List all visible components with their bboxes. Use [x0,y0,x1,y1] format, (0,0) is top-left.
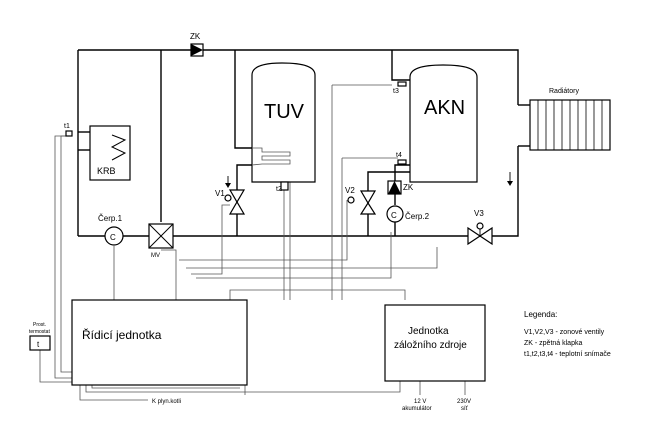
pump-cerp2: C Čerp.2 [386,205,430,223]
t2-label: t2 [276,186,282,193]
zk-top-label: ZK [190,32,201,41]
sit-label-line1: 230V [457,399,471,405]
hydraulic-pipes [77,49,530,237]
t4-label: t4 [396,152,402,159]
legend-title: Legenda: [524,310,557,319]
v2-label: V2 [345,186,355,195]
t3-label: t3 [393,88,399,95]
mixing-valve-mv: MV [148,223,174,259]
krb-label: KRB [97,166,116,176]
v3-label: V3 [474,209,484,218]
akn-tank: AKN t3 t4 [393,64,478,183]
akn-label: AKN [424,97,465,119]
jednotka-label-line1: Jednotka [408,326,449,337]
zone-valve-v1: V1 [215,176,246,215]
pump-cerp1: C Čerp.1 [98,214,124,246]
akumulator-label-line1: 12 V [414,399,426,405]
flow-arrow-right [507,172,513,186]
ridici-label: Řídicí jednotka [82,327,162,342]
ridici-jednotka-box: Řídicí jednotka [71,299,248,386]
prostorovy-label-line2: termostat [29,329,50,335]
jednotka-label-line2: záložního zdroje [394,340,467,351]
pump1-symbol: C [110,233,116,242]
zk-top-check-valve: ZK [190,32,204,57]
cerp2-label: Čerp.2 [405,212,430,221]
prostorovy-label-line1: Prost. [33,322,46,328]
zone-valve-v3: V3 [467,209,493,246]
pump2-symbol: C [391,211,397,220]
akumulator-label-line2: akumulátor [402,406,432,412]
sit-label-line2: síť [461,406,469,412]
room-thermostat: Prost. termostat t [29,322,51,351]
radiatory-label: Radiátory [549,88,579,95]
legend-line3: t1,t2,t3,t4 - teplotní snímače [524,351,611,358]
radiators: Radiátory [529,88,611,151]
zk-right-check-valve: ZK [387,180,414,195]
legend-line2: ZK - zpětná klapka [524,340,582,347]
tuv-tank: TUV t2 [251,62,316,193]
legend-line1: V1,V2,V3 - zonové ventily [524,329,605,336]
zalozni-zdroj-box: Jednotka záložního zdroje [384,304,486,382]
k-plyn-label: K plyn.kotli [152,399,181,405]
cerp1-label: Čerp.1 [98,214,123,223]
control-wires [39,84,466,401]
v1-label: V1 [215,189,225,198]
prostorovy-symbol: t [37,340,40,349]
krb-fireplace: KRB t1 [64,123,131,181]
zk-right-label: ZK [403,183,414,192]
mv-label: MV [151,253,160,259]
zone-valve-v2: V2 [345,186,377,215]
legend: Legenda: V1,V2,V3 - zonové ventily ZK - … [524,310,611,358]
t1-label: t1 [64,123,70,130]
tuv-label: TUV [264,101,305,123]
